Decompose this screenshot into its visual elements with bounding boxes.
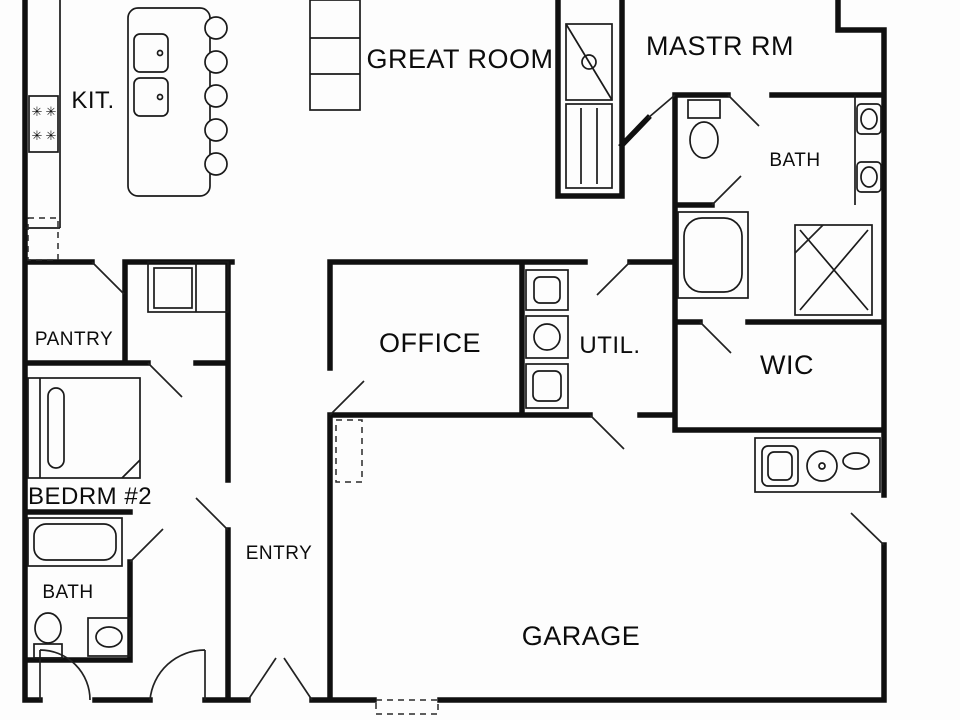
garage-fixtures <box>335 419 881 715</box>
sink-basin <box>95 626 123 648</box>
shower-icon <box>794 224 873 316</box>
shower-x-lines <box>799 229 869 311</box>
bar-stool-icon <box>204 152 228 176</box>
refrigerator-outline <box>27 217 59 261</box>
vanity-sink-icon <box>856 161 882 193</box>
washer-lid <box>533 276 561 304</box>
toilet-tank <box>687 99 721 119</box>
blanket-fold-line <box>121 459 141 479</box>
structural-walls <box>22 0 887 703</box>
room-label-great-room: GREAT ROOM <box>366 44 553 74</box>
bar-stool-icon <box>204 16 228 40</box>
utility-fixtures <box>525 269 569 409</box>
kitchen-counter <box>25 0 61 229</box>
kitchen-island <box>127 7 211 197</box>
sink-basin <box>860 166 878 188</box>
bathtub-icon <box>27 517 123 567</box>
room-label-master-bath: BATH <box>769 150 820 171</box>
shower-door-line <box>794 224 824 254</box>
drain-icon <box>818 462 826 470</box>
freezer-icon <box>525 363 569 409</box>
utility-sink-basin <box>767 451 793 481</box>
basin-icon <box>842 452 870 470</box>
bar-stool-icon <box>204 84 228 108</box>
room-label-master-room: MASTR RM <box>646 31 794 61</box>
room-label-bath2: BATH <box>42 582 93 603</box>
room-label-utility: UTIL. <box>579 332 640 359</box>
room-label-office: OFFICE <box>379 328 481 358</box>
room-label-garage: GARAGE <box>522 621 641 651</box>
toilet-icon <box>689 121 719 159</box>
island-sink-basin <box>133 77 169 117</box>
utility-sink-icon <box>761 445 799 487</box>
bath2-fixtures <box>27 517 131 659</box>
great-room-fixtures <box>309 0 613 189</box>
washer-icon <box>525 269 569 311</box>
bar-stool-icon <box>204 50 228 74</box>
bathtub-basin <box>33 523 117 561</box>
island-sink-basin <box>133 33 169 73</box>
burner-icon: ✳ <box>46 128 57 143</box>
fireplace-icon <box>581 54 597 70</box>
burner-icon: ✳ <box>32 104 43 119</box>
door-swings <box>39 94 885 701</box>
vanity-sink-icon <box>87 617 131 657</box>
room-labels: KIT. GREAT ROOM MASTR RM BATH PANTRY OFF… <box>28 31 820 651</box>
room-label-pantry: PANTRY <box>35 329 113 350</box>
cooktop-icon <box>28 95 59 153</box>
room-label-wic: WIC <box>760 350 814 380</box>
laundry-tub-icon <box>806 450 838 482</box>
door-swing-lines <box>39 94 885 701</box>
vanity-sink-icon <box>856 103 882 135</box>
sink-drain-icon <box>156 93 164 101</box>
built-in-shelves <box>309 0 361 111</box>
kitchen-fixtures: ✳ ✳ ✳ ✳ <box>25 0 228 261</box>
burner-icon: ✳ <box>46 104 57 119</box>
walls <box>22 0 887 703</box>
shelf-dividers <box>310 37 360 75</box>
burner-icon: ✳ <box>32 128 43 143</box>
pillow-icon <box>47 387 65 469</box>
bedroom2-fixtures <box>27 261 229 479</box>
bathtub-icon <box>677 211 749 299</box>
closet-shelf <box>147 261 229 313</box>
room-label-entry: ENTRY <box>246 543 313 564</box>
dryer-drum <box>533 323 561 351</box>
cabinet-dividers <box>580 108 598 184</box>
bed-icon <box>27 377 141 479</box>
bar-stool-icon <box>204 118 228 142</box>
dryer-icon <box>525 315 569 359</box>
toilet-icon <box>34 612 62 644</box>
sink-drain-icon <box>156 49 164 57</box>
fireplace-box <box>565 23 613 101</box>
sink-basin <box>860 108 878 130</box>
toilet-tank <box>33 643 63 659</box>
water-heater-outline <box>335 419 363 483</box>
room-label-kitchen: KIT. <box>71 87 114 114</box>
room-label-bedroom2: BEDRM #2 <box>28 483 152 510</box>
bathtub-basin <box>683 217 743 293</box>
mudroom-bench <box>754 437 881 493</box>
freezer-lid <box>532 370 562 402</box>
closet-cabinet <box>153 267 193 309</box>
garage-door-dashed <box>375 699 439 715</box>
fireplace-angle-line <box>565 23 613 101</box>
master-bath-fixtures <box>677 95 882 316</box>
media-cabinet <box>565 103 613 189</box>
